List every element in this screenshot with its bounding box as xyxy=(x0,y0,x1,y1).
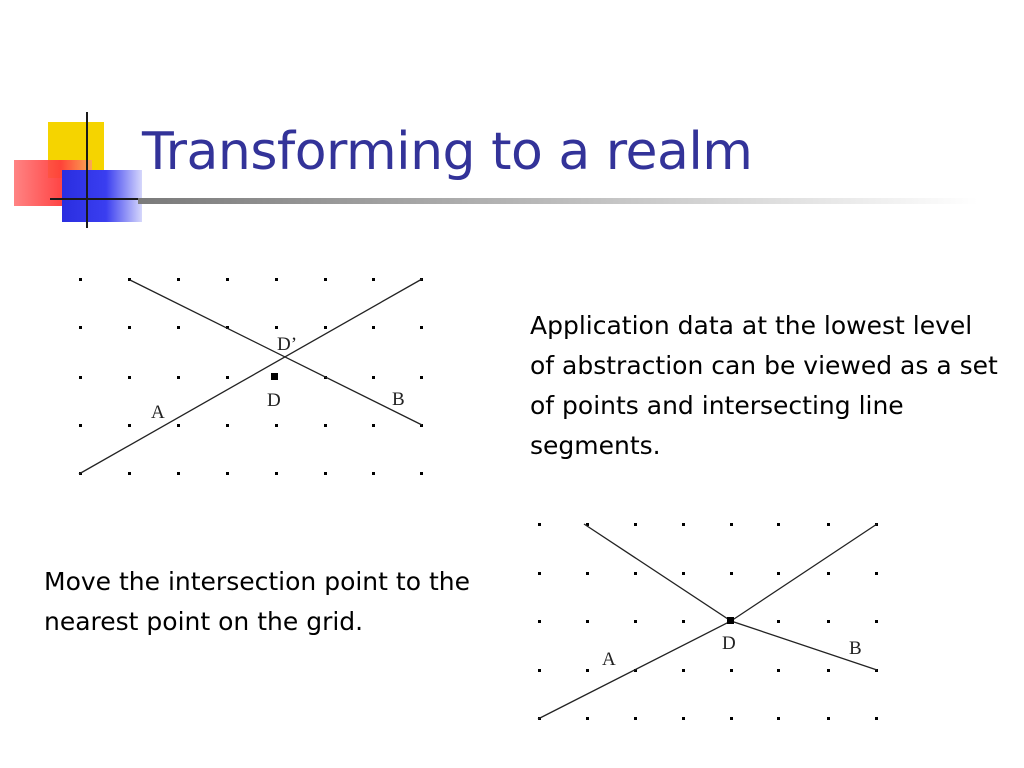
top-label-d-prime: D’ xyxy=(277,334,297,355)
bottom-label-d: D xyxy=(722,633,736,654)
title-underline xyxy=(138,198,978,204)
top-label-a: A xyxy=(151,402,165,423)
logo-vertical-line xyxy=(86,112,88,228)
top-grid-points xyxy=(79,278,423,475)
description-text: Application data at the lowest level of … xyxy=(530,311,998,460)
top-label-d: D xyxy=(267,390,281,411)
slide-title: Transforming to a realm xyxy=(142,122,753,182)
logo-blue-square xyxy=(62,170,142,222)
bottom-grid-point-d xyxy=(727,617,734,624)
instruction-text: Move the intersection point to the neare… xyxy=(44,567,470,636)
logo-horizontal-line xyxy=(50,198,150,200)
bottom-label-a: A xyxy=(602,649,616,670)
top-segment-b xyxy=(129,279,423,426)
slide-logo-decoration xyxy=(0,0,150,240)
top-label-b: B xyxy=(392,389,405,410)
top-segment-a xyxy=(78,278,423,475)
bottom-grid-points xyxy=(538,523,878,720)
bottom-label-b: B xyxy=(849,638,862,659)
top-grid-point-d xyxy=(271,373,278,380)
